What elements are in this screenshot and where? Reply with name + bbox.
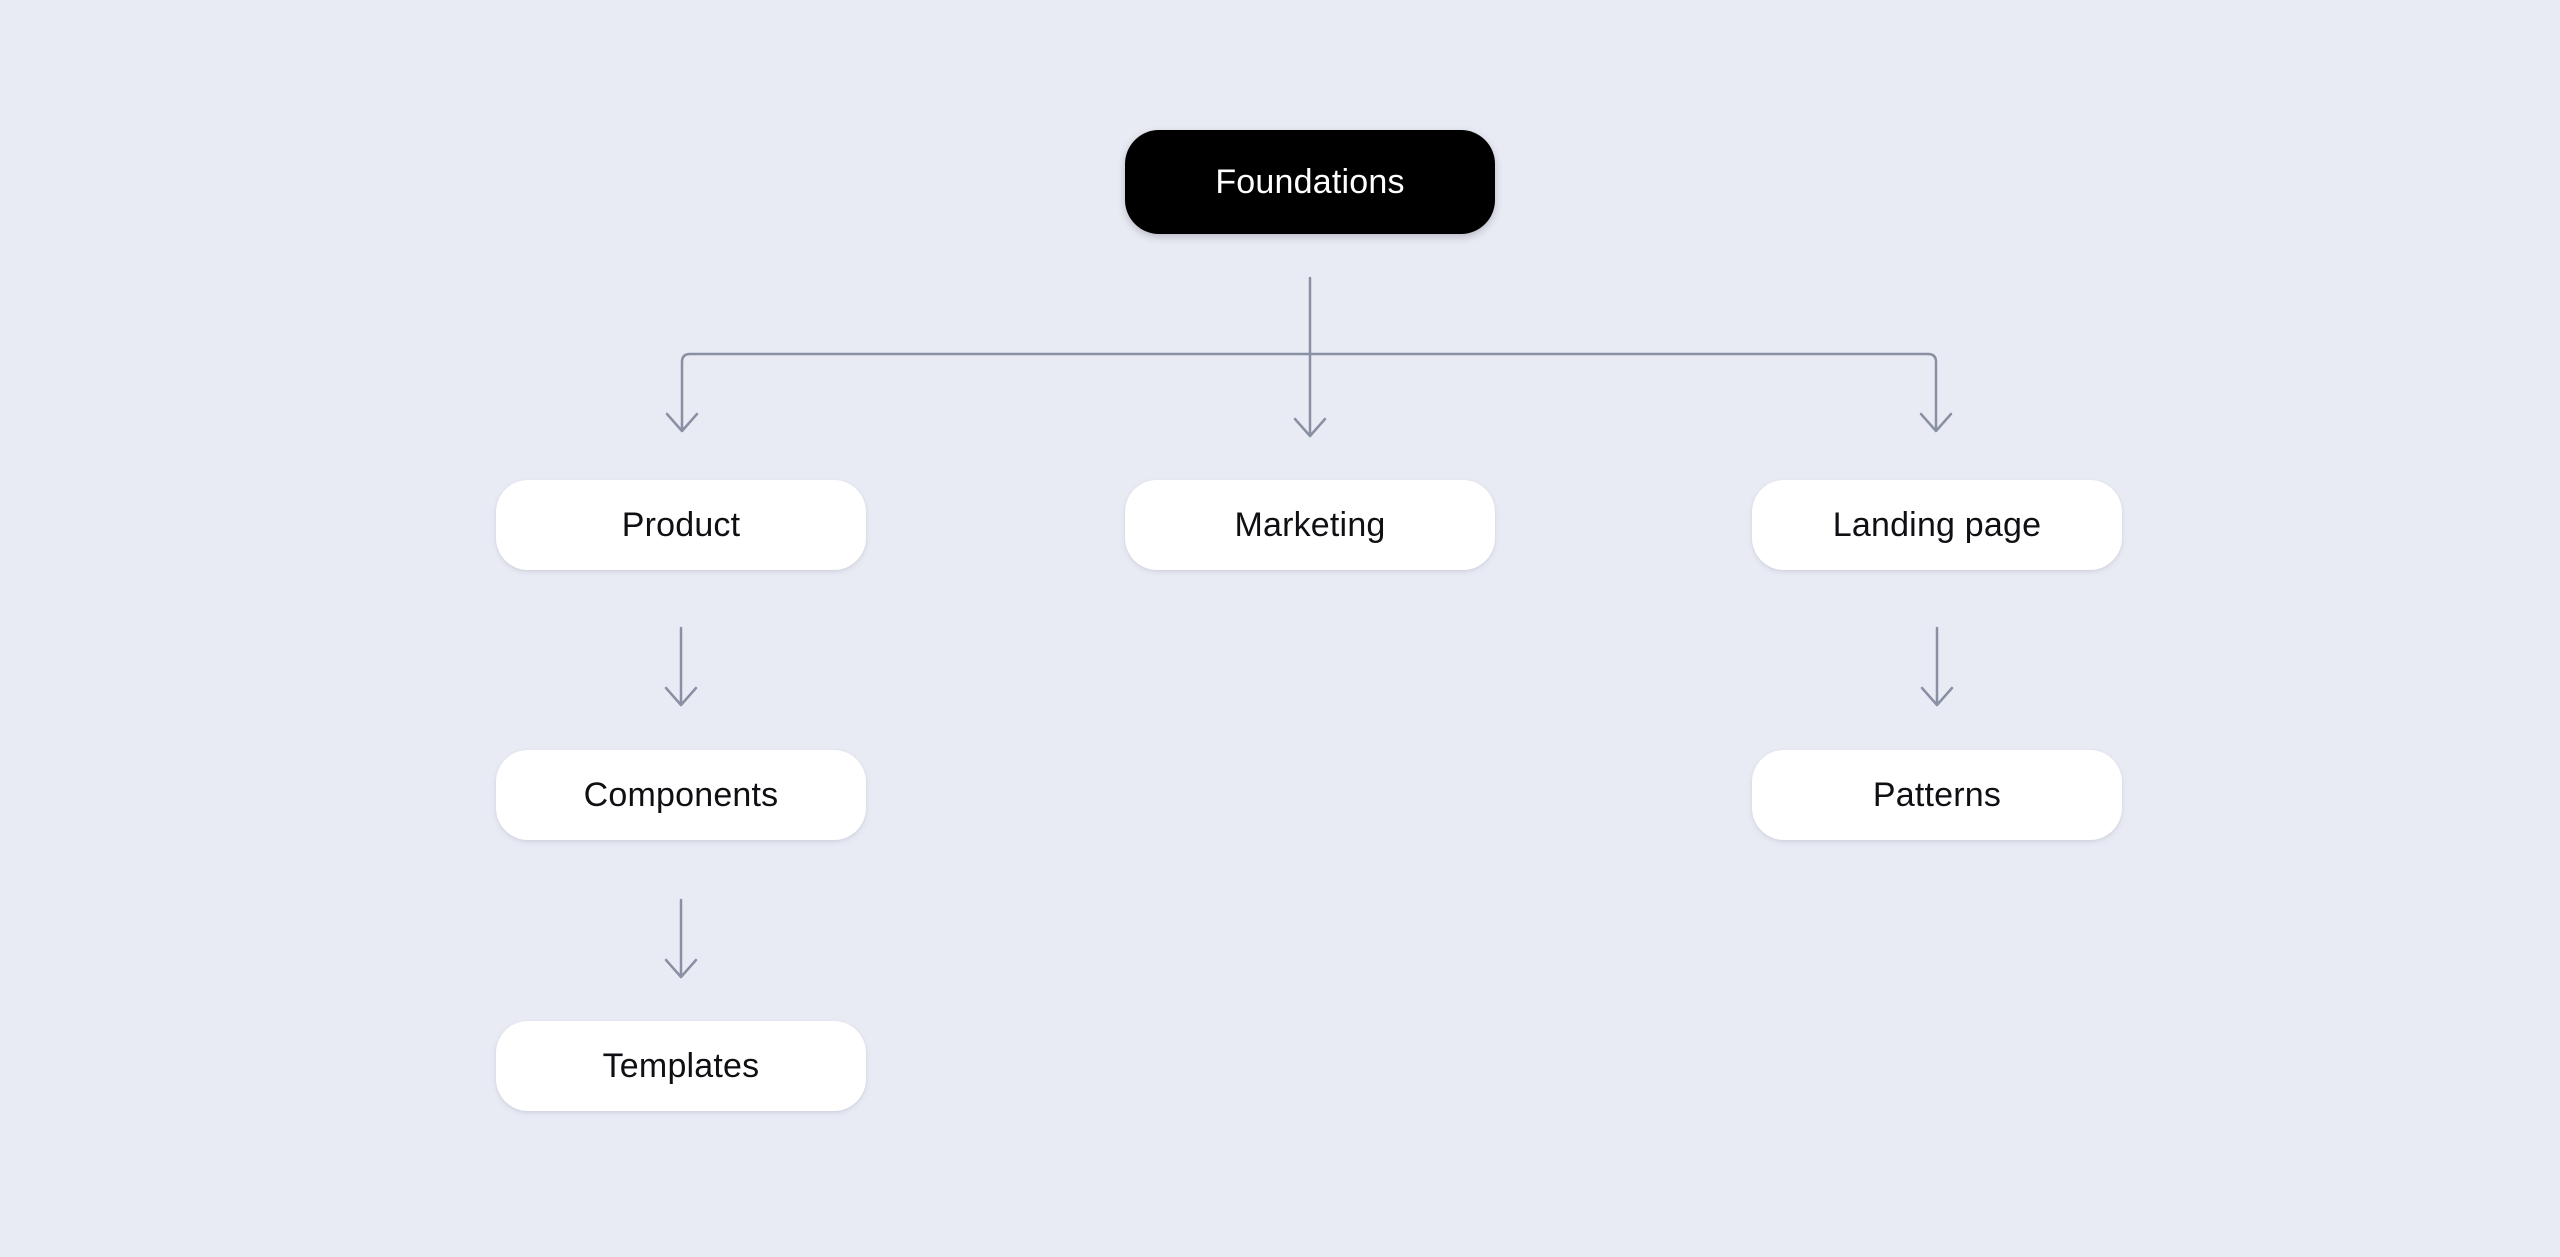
node-patterns-label: Patterns: [1872, 775, 2002, 814]
node-product[interactable]: Product: [496, 480, 866, 570]
node-templates[interactable]: Templates: [496, 1021, 866, 1111]
arrow-landing-page-to-patterns: [1920, 626, 1954, 707]
arrow-foundations-to-landing-page: [1919, 352, 1953, 433]
arrow-foundations-to-marketing: [1293, 276, 1327, 438]
node-components[interactable]: Components: [496, 750, 866, 840]
node-landing-page[interactable]: Landing page: [1752, 480, 2122, 570]
node-patterns[interactable]: Patterns: [1752, 750, 2122, 840]
node-templates-label: Templates: [602, 1046, 760, 1085]
node-marketing[interactable]: Marketing: [1125, 480, 1495, 570]
arrow-product-to-components: [664, 626, 698, 707]
node-marketing-label: Marketing: [1234, 505, 1386, 544]
arrow-components-to-templates: [664, 898, 698, 979]
node-foundations-label: Foundations: [1215, 162, 1405, 201]
node-product-label: Product: [621, 505, 741, 544]
node-landing-page-label: Landing page: [1832, 505, 2042, 544]
node-foundations[interactable]: Foundations: [1125, 130, 1495, 234]
arrow-foundations-to-product: [665, 352, 1930, 433]
node-components-label: Components: [583, 775, 779, 814]
